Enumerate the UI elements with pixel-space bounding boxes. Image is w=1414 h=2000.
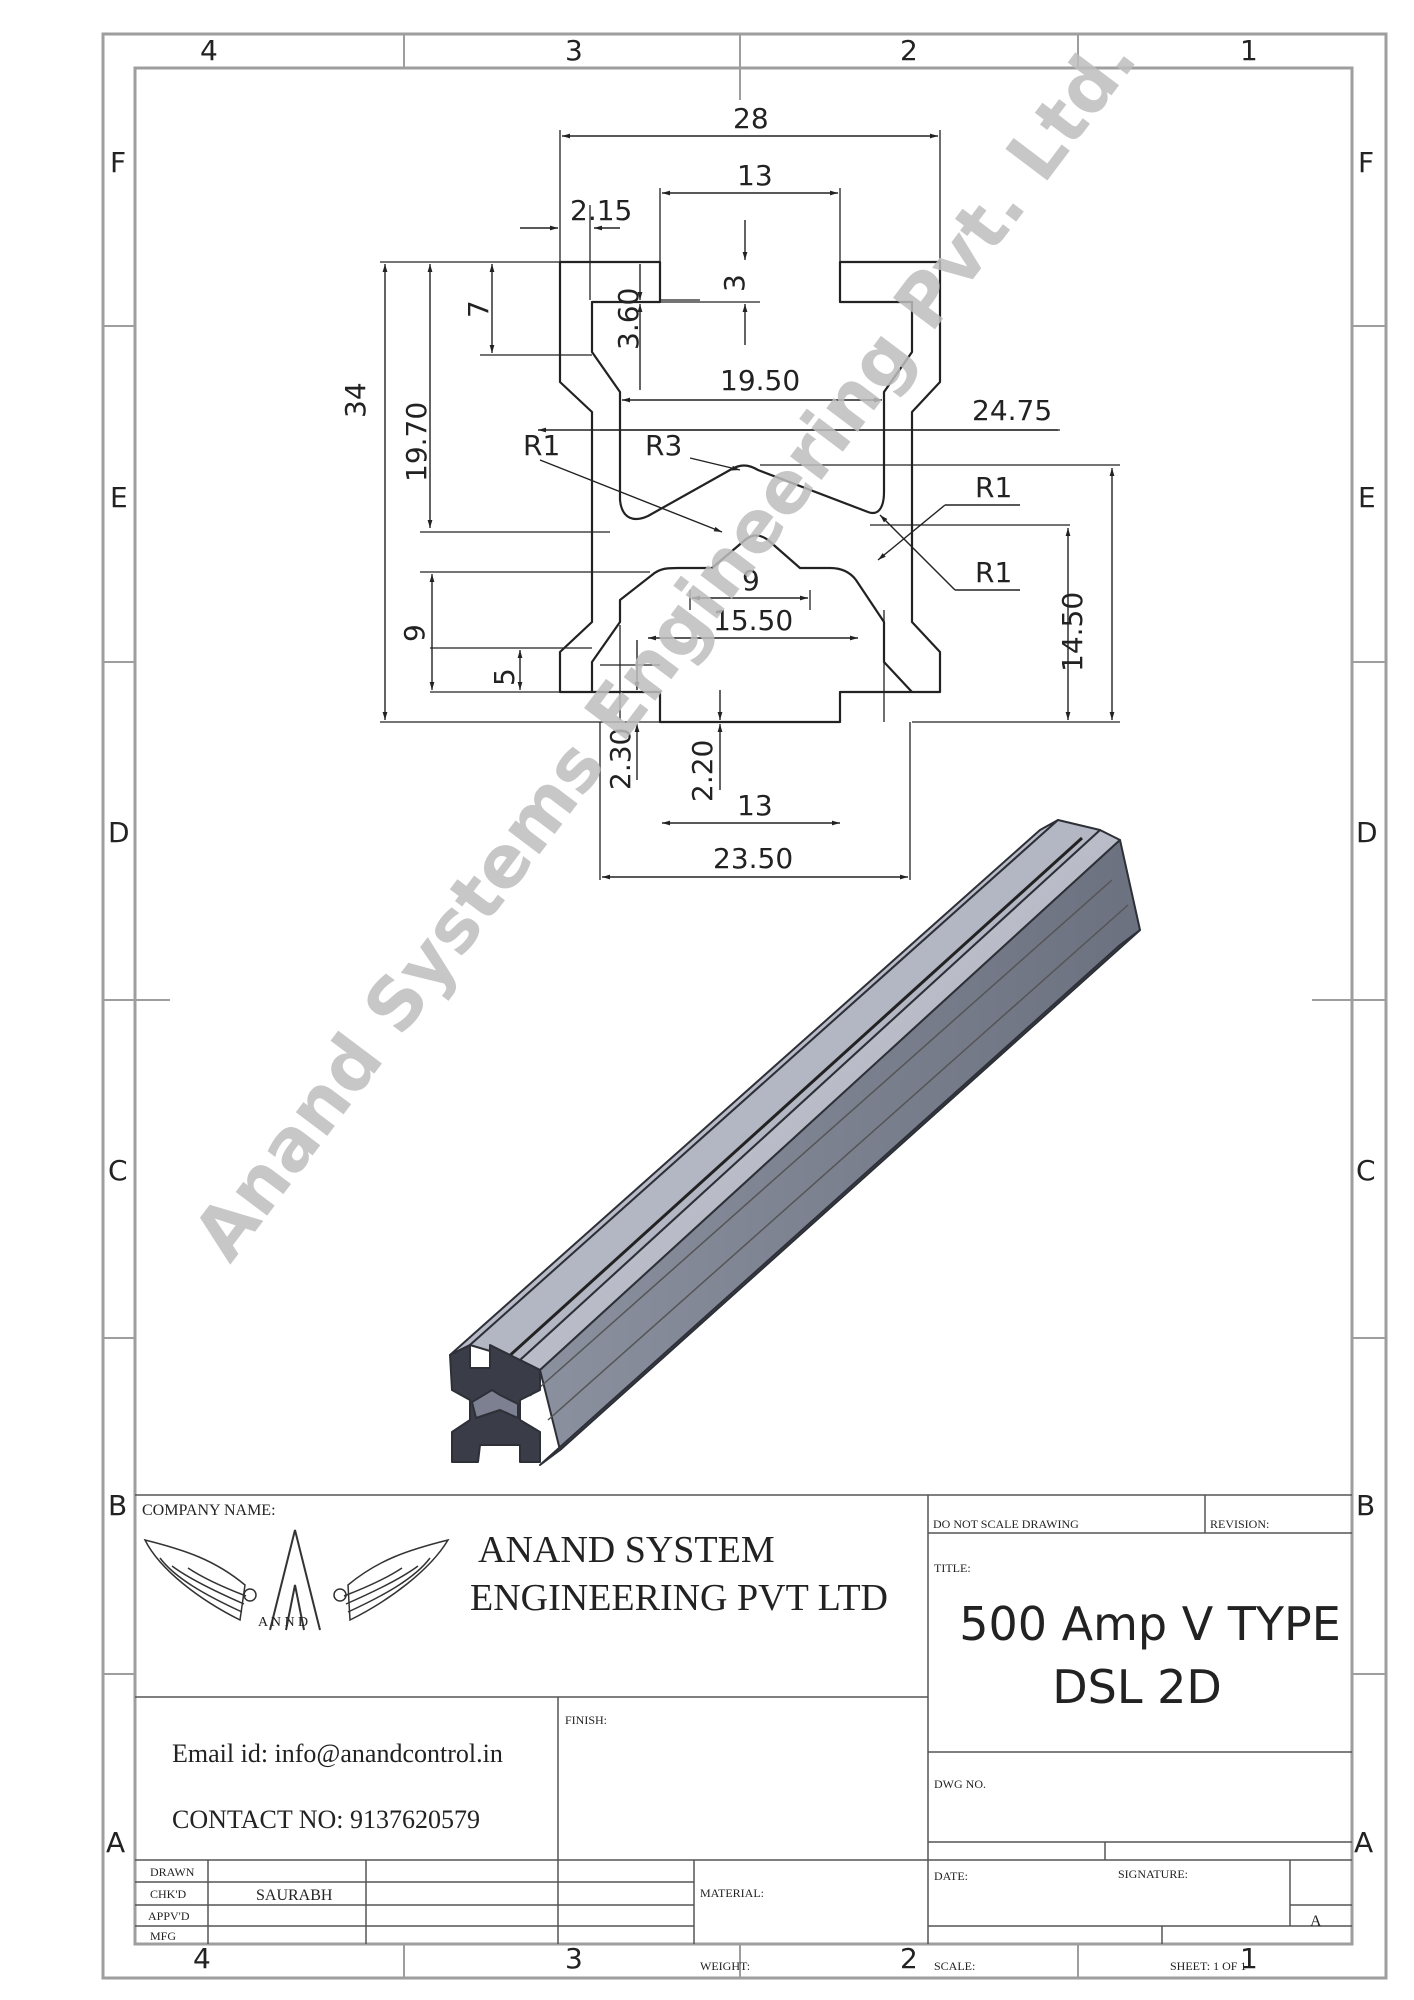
material-label: MATERIAL: xyxy=(700,1886,764,1900)
zone-row-a-right: A xyxy=(1354,1826,1373,1859)
label-r1-right-bottom: R1 xyxy=(975,556,1012,589)
dim-2-15: 2.15 xyxy=(570,194,632,227)
dim-9-horizontal: 9 xyxy=(742,564,760,597)
company-name-line1: ANAND SYSTEM xyxy=(478,1529,775,1571)
title-block-grid xyxy=(135,1494,1352,1944)
zone-row-e-left: E xyxy=(110,481,128,514)
zone-ticks xyxy=(103,34,1386,1978)
logo-letters: A N N D xyxy=(258,1615,308,1630)
appvd-label: APPV'D xyxy=(148,1909,190,1923)
zone-row-b-left: B xyxy=(108,1489,127,1522)
dim-15-50: 15.50 xyxy=(713,604,793,637)
mfg-label: MFG xyxy=(150,1929,176,1943)
revision-label: REVISION: xyxy=(1210,1517,1269,1531)
dimension-texts: 28 13 2.15 3 3.60 7 34 19.70 19.50 24.75… xyxy=(339,102,1089,875)
dim-7: 7 xyxy=(462,300,495,318)
sheet-label: SHEET: 1 OF 1 xyxy=(1170,1959,1246,1973)
zone-row-d-right: D xyxy=(1356,816,1378,849)
drawn-label: DRAWN xyxy=(150,1865,195,1879)
company-name-line2: ENGINEERING PVT LTD xyxy=(470,1577,888,1619)
label-r1-left: R1 xyxy=(523,429,560,462)
profile-cross-section xyxy=(558,260,942,724)
drawing-title-line2: DSL 2D xyxy=(1052,1660,1222,1714)
date-label: DATE: xyxy=(934,1869,968,1883)
title-label: TITLE: xyxy=(934,1561,971,1575)
dim-3: 3 xyxy=(718,274,751,292)
label-r3: R3 xyxy=(645,429,682,462)
size-value: A xyxy=(1310,1913,1322,1930)
zone-row-b-right: B xyxy=(1356,1489,1375,1522)
weight-label: WEIGHT: xyxy=(700,1959,750,1973)
chkd-label: CHK'D xyxy=(150,1887,186,1901)
company-name-label: COMPANY NAME: xyxy=(142,1502,276,1519)
dim-19-50: 19.50 xyxy=(720,364,800,397)
signature-label: SIGNATURE: xyxy=(1118,1867,1188,1881)
zone-col-4-top: 4 xyxy=(200,34,218,67)
dim-5: 5 xyxy=(488,668,521,686)
zone-labels: 4 3 2 1 4 3 2 1 F E D C B A F E D C B A xyxy=(106,34,1378,1975)
email-text: Email id: info@anandcontrol.in xyxy=(172,1739,503,1768)
company-logo xyxy=(143,1529,450,1631)
dim-2-20: 2.20 xyxy=(686,740,719,802)
zone-col-2-top: 2 xyxy=(900,34,918,67)
zone-row-d-left: D xyxy=(108,816,130,849)
sheet-border xyxy=(101,32,1388,1980)
dim-2-30: 2.30 xyxy=(604,728,637,790)
dim-24-75: 24.75 xyxy=(972,394,1052,427)
zone-row-f-left: F xyxy=(110,146,126,179)
zone-col-3-top: 3 xyxy=(565,34,583,67)
dim-28: 28 xyxy=(733,102,769,135)
label-r1-right-top: R1 xyxy=(975,471,1012,504)
zone-row-a-left: A xyxy=(106,1826,125,1859)
dim-9-vertical: 9 xyxy=(398,624,431,642)
rail-isometric-view xyxy=(449,819,1141,1466)
contact-text: CONTACT NO: 9137620579 xyxy=(172,1805,480,1834)
scale-label: SCALE: xyxy=(934,1959,975,1973)
drawn-by-name: SAURABH xyxy=(256,1887,333,1904)
zone-row-e-right: E xyxy=(1358,481,1376,514)
dim-13-bottom: 13 xyxy=(737,789,773,822)
zone-col-1-top: 1 xyxy=(1240,34,1258,67)
zone-col-3-bottom: 3 xyxy=(565,1942,583,1975)
watermark-text: Anand Systems Engineering Pvt. Ltd. xyxy=(176,18,1152,1275)
zone-row-f-right: F xyxy=(1358,146,1374,179)
drawing-title-line1: 500 Amp V TYPE xyxy=(959,1597,1341,1651)
zone-row-c-left: C xyxy=(108,1154,128,1187)
do-not-scale-label: DO NOT SCALE DRAWING xyxy=(933,1517,1079,1531)
dimension-lines xyxy=(382,133,1115,880)
dim-34: 34 xyxy=(339,382,372,418)
zone-col-1-bottom: 1 xyxy=(1240,1942,1258,1975)
zone-row-c-right: C xyxy=(1356,1154,1376,1187)
dim-19-70: 19.70 xyxy=(400,402,433,482)
dim-23-50: 23.50 xyxy=(713,842,793,875)
dim-3-60: 3.60 xyxy=(612,288,645,350)
zone-col-4-bottom: 4 xyxy=(193,1942,211,1975)
dim-13-top: 13 xyxy=(737,159,773,192)
dim-14-50: 14.50 xyxy=(1056,592,1089,672)
finish-label: FINISH: xyxy=(565,1713,607,1727)
zone-col-2-bottom: 2 xyxy=(900,1942,918,1975)
dwg-no-label: DWG NO. xyxy=(934,1777,986,1791)
